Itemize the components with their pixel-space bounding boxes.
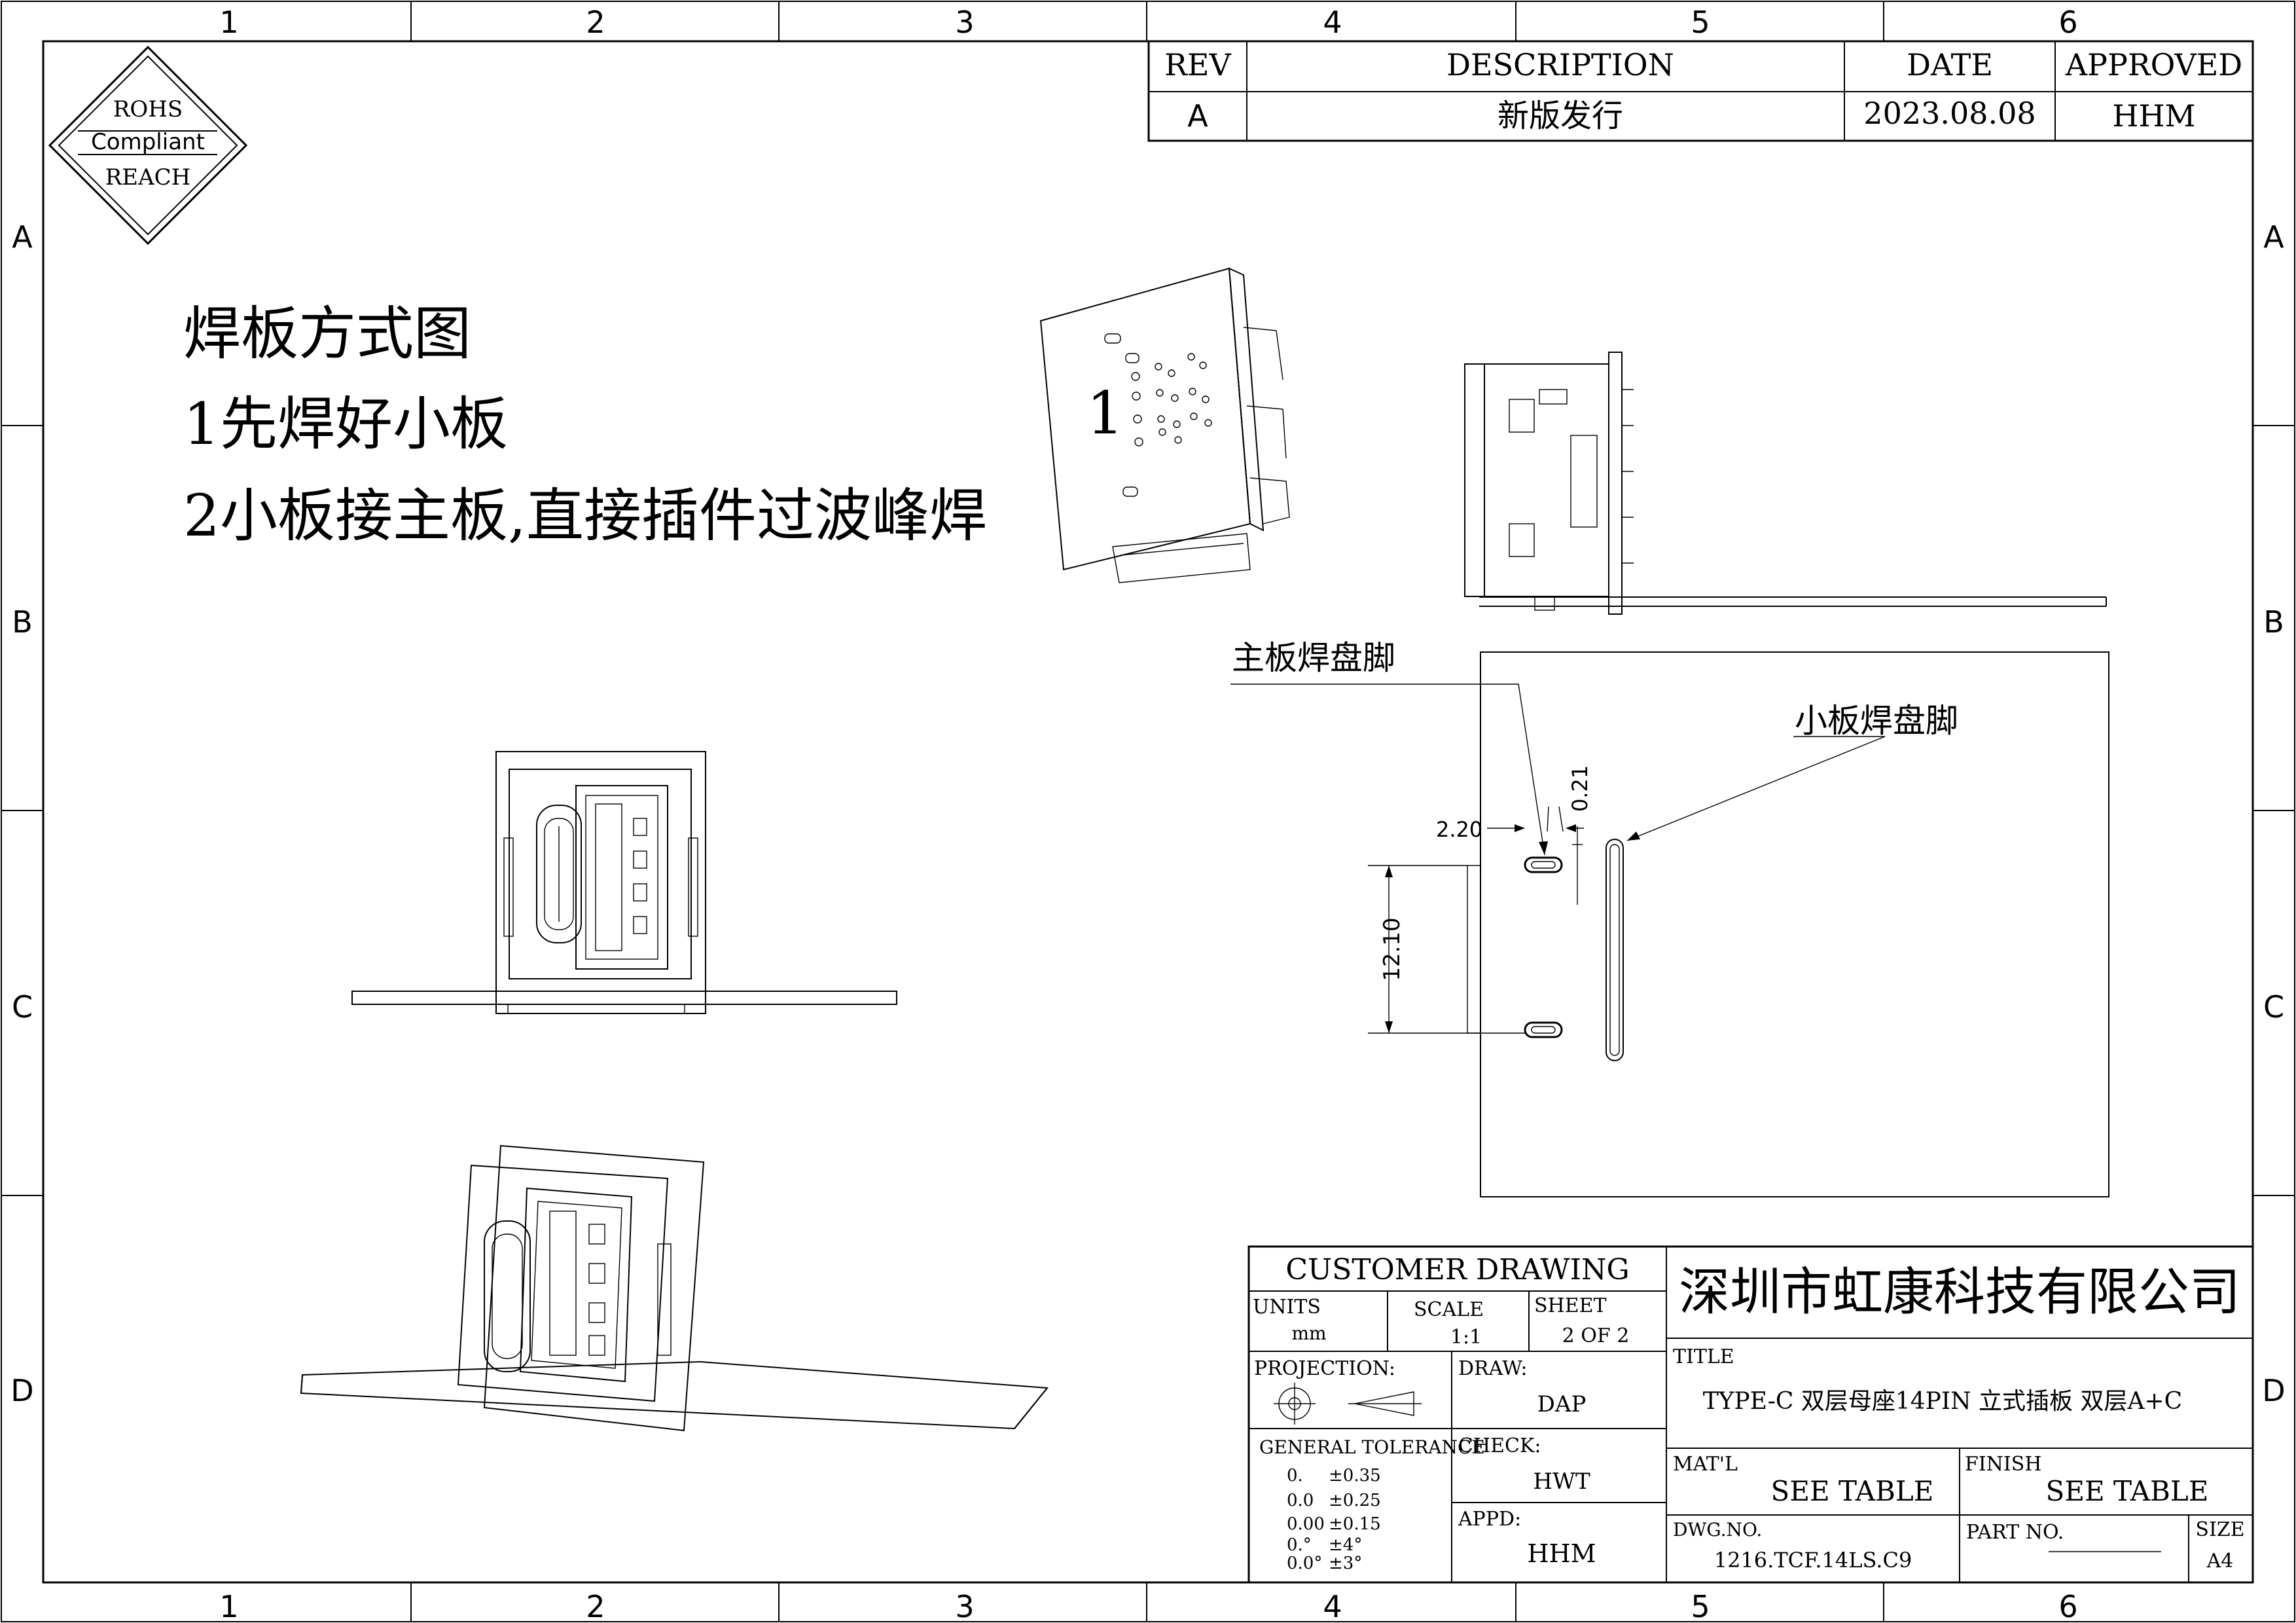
tolerance-label: GENERAL TOLERANCE	[1259, 1436, 1485, 1458]
description-value: 新版发行	[1498, 98, 1623, 134]
dim-pad-width: 2.20	[1436, 817, 1482, 842]
part-no-label: PART NO.	[1966, 1521, 2064, 1544]
zone-row-d-left: D	[10, 1373, 33, 1408]
dwg-label: DWG.NO.	[1673, 1519, 1762, 1541]
zone-col-1-top: 1	[219, 5, 238, 40]
zone-row-a-left: A	[12, 219, 33, 255]
appd-value: HHM	[1527, 1539, 1596, 1568]
zone-col-3-bottom: 3	[955, 1589, 974, 1623]
rohs-label: ROHS	[113, 96, 183, 122]
zone-row-d-right: D	[2262, 1373, 2285, 1408]
iso-small-board-view: 1	[1039, 267, 1290, 583]
zone-col-5-bottom: 5	[1691, 1589, 1710, 1623]
company-name: 深圳市虹康科技有限公司	[1679, 1263, 2240, 1322]
zone-row-c-right: C	[2263, 989, 2284, 1025]
draw-label: DRAW:	[1458, 1357, 1527, 1380]
scale-label: SCALE	[1414, 1298, 1484, 1321]
dim-pitch: 12.10	[1379, 917, 1405, 981]
check-label: CHECK:	[1458, 1434, 1541, 1457]
title-value: TYPE-C 双层母座14PIN 立式插板 双层A+C	[1703, 1388, 2182, 1415]
zone-col-2-bottom: 2	[586, 1589, 605, 1623]
tolerance-key-1: 0.	[1287, 1466, 1303, 1486]
side-view	[1464, 352, 2107, 615]
date-header: DATE	[1907, 47, 1993, 82]
zone-col-5-top: 5	[1691, 5, 1710, 40]
tolerance-key-4: 0.°	[1287, 1535, 1312, 1555]
units-label: UNITS	[1253, 1296, 1321, 1319]
revision-table: REV DESCRIPTION DATE APPROVED A 新版发行 202…	[1147, 40, 2254, 142]
small-board-pad-label: 小板焊盘脚	[1795, 702, 1958, 740]
zone-col-4-top: 4	[1323, 5, 1342, 40]
zone-row-a-right: A	[2263, 219, 2284, 255]
rev-value: A	[1187, 98, 1208, 134]
matl-label: MAT'L	[1673, 1453, 1738, 1476]
dwg-value: 1216.TCF.14LS.C9	[1714, 1548, 1912, 1573]
units-value: mm	[1291, 1322, 1326, 1344]
matl-value: SEE TABLE	[1771, 1475, 1934, 1507]
rev-header: REV	[1164, 47, 1231, 82]
approved-header: APPROVED	[2065, 47, 2242, 82]
main-board-pad-label: 主板焊盘脚	[1232, 639, 1395, 677]
tolerance-key-2: 0.0	[1287, 1491, 1314, 1510]
notes-step-1: 1先焊好小板	[183, 390, 508, 458]
zone-row-b-left: B	[12, 604, 33, 640]
appd-label: APPD:	[1458, 1508, 1521, 1531]
rohs-compliance-mark: ROHS Compliant REACH	[48, 45, 248, 246]
iso-assembly-view	[300, 1144, 1049, 1432]
check-value: HWT	[1533, 1468, 1590, 1495]
notes-title: 焊板方式图	[183, 300, 471, 367]
approved-value: HHM	[2112, 98, 2195, 134]
zone-col-6-bottom: 6	[2058, 1589, 2077, 1623]
zone-row-c-left: C	[12, 989, 33, 1025]
tolerance-value-2: ±0.25	[1329, 1491, 1381, 1510]
zone-col-6-top: 6	[2058, 5, 2077, 40]
title-label: TITLE	[1673, 1345, 1734, 1368]
zone-col-3-top: 3	[955, 5, 974, 40]
scale-value: 1:1	[1450, 1326, 1482, 1349]
notes-step-2: 2小板接主板,直接插件过波峰焊	[183, 482, 987, 549]
small-board-number: 1	[1086, 379, 1124, 448]
tolerance-key-5: 0.0°	[1287, 1554, 1322, 1573]
size-value: A4	[2206, 1550, 2234, 1573]
soldering-notes: 焊板方式图 1先焊好小板 2小板接主板,直接插件过波峰焊	[183, 300, 987, 549]
size-label: SIZE	[2195, 1518, 2244, 1541]
tolerance-value-5: ±3°	[1329, 1554, 1362, 1573]
dim-pad-gap: 0.21	[1568, 765, 1592, 812]
finish-label: FINISH	[1965, 1453, 2041, 1476]
customer-drawing-label: CUSTOMER DRAWING	[1285, 1253, 1629, 1286]
tolerance-value-4: ±4°	[1329, 1535, 1362, 1555]
pcb-annotations: 主板焊盘脚 小板焊盘脚 2.20 0.21 12.10	[1232, 639, 1958, 981]
tolerance-value-1: ±0.35	[1329, 1466, 1381, 1486]
front-view	[351, 751, 897, 1014]
compliant-label: Compliant	[91, 129, 205, 155]
zone-col-1-bottom: 1	[219, 1589, 238, 1623]
zone-row-b-right: B	[2263, 604, 2284, 640]
zone-col-2-top: 2	[586, 5, 605, 40]
draw-value: DAP	[1537, 1391, 1587, 1417]
sheet-label: SHEET	[1534, 1294, 1607, 1317]
reach-label: REACH	[105, 164, 191, 191]
sheet-value: 2 OF 2	[1562, 1324, 1630, 1347]
projection-label: PROJECTION:	[1254, 1357, 1395, 1380]
date-value: 2023.08.08	[1863, 96, 2036, 131]
finish-value: SEE TABLE	[2046, 1475, 2209, 1507]
description-header: DESCRIPTION	[1446, 47, 1674, 82]
pcb-layout-view	[1230, 651, 2109, 1197]
tolerance-key-3: 0.00	[1287, 1514, 1325, 1534]
tolerance-value-3: ±0.15	[1329, 1514, 1381, 1534]
zone-col-4-bottom: 4	[1323, 1589, 1342, 1623]
title-block: CUSTOMER DRAWING UNITS mm SCALE 1:1 SHEE…	[1247, 1245, 2254, 1584]
